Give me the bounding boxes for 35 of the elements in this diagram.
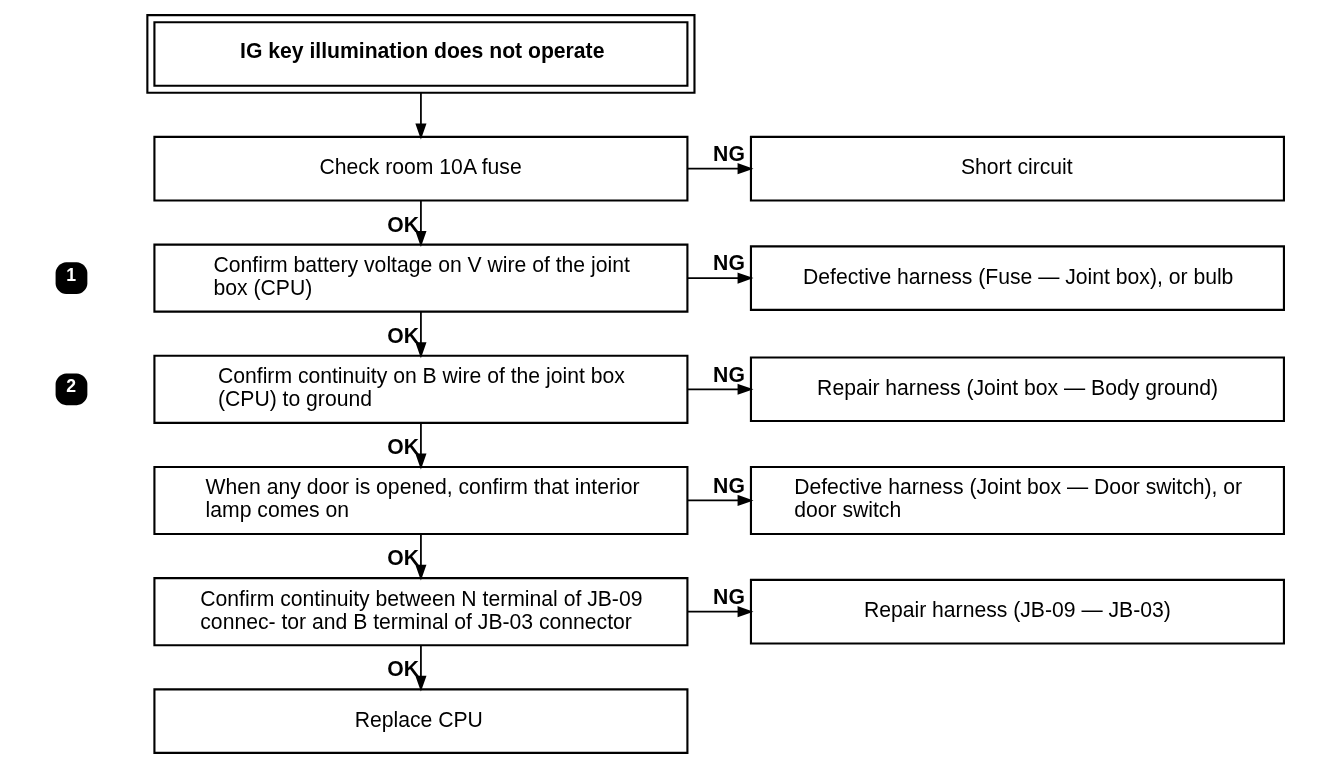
arrow bbox=[686, 494, 754, 507]
arrow bbox=[686, 606, 754, 618]
arrow bbox=[415, 644, 427, 692]
node-box: Repair harness (JB-09 — JB-03) bbox=[749, 578, 1285, 645]
arrow bbox=[415, 311, 427, 359]
node-box: Check room 10A fuse bbox=[153, 135, 689, 202]
arrow bbox=[686, 272, 754, 284]
edge-label: NG bbox=[713, 473, 745, 497]
node-box: Short circuit bbox=[749, 135, 1285, 202]
edge-label: NG bbox=[713, 141, 745, 165]
edge-label: OK bbox=[387, 212, 420, 236]
label: 1 bbox=[66, 264, 76, 285]
arrow bbox=[415, 533, 427, 581]
edge-label: NG bbox=[713, 251, 745, 275]
node-box: Confirm battery voltage on V wire of the joint box (CPU) bbox=[153, 243, 689, 313]
node-box: IG key illumination does not operate bbox=[146, 14, 696, 94]
arrow bbox=[415, 422, 427, 470]
edge-label: OK bbox=[387, 323, 420, 347]
node-box: Repair harness (Joint box — Body ground) bbox=[749, 356, 1285, 423]
edge-label: NG bbox=[713, 584, 745, 608]
node-box: Replace CPU bbox=[153, 688, 689, 754]
arrow bbox=[686, 163, 754, 175]
node-box: Confirm continuity between N terminal of JB-09 connec- tor and B terminal of JB-03 connector bbox=[153, 577, 689, 647]
edge-label: NG bbox=[713, 362, 745, 386]
label: 2 bbox=[66, 375, 76, 396]
arrow bbox=[686, 383, 754, 395]
edge-label: OK bbox=[387, 546, 420, 570]
node-box: Defective harness (Fuse — Joint box), or bulb bbox=[749, 245, 1285, 311]
node-box: Defective harness (Joint box — Door switch), or door switch bbox=[749, 465, 1285, 536]
node-box: When any door is opened, confirm that interior lamp comes on bbox=[153, 465, 689, 536]
arrow bbox=[415, 91, 427, 140]
node-box: Confirm continuity on B wire of the joint box (CPU) to ground bbox=[153, 354, 689, 424]
arrow bbox=[415, 200, 427, 247]
edge-label: OK bbox=[387, 434, 420, 458]
edge-label: OK bbox=[387, 657, 420, 681]
